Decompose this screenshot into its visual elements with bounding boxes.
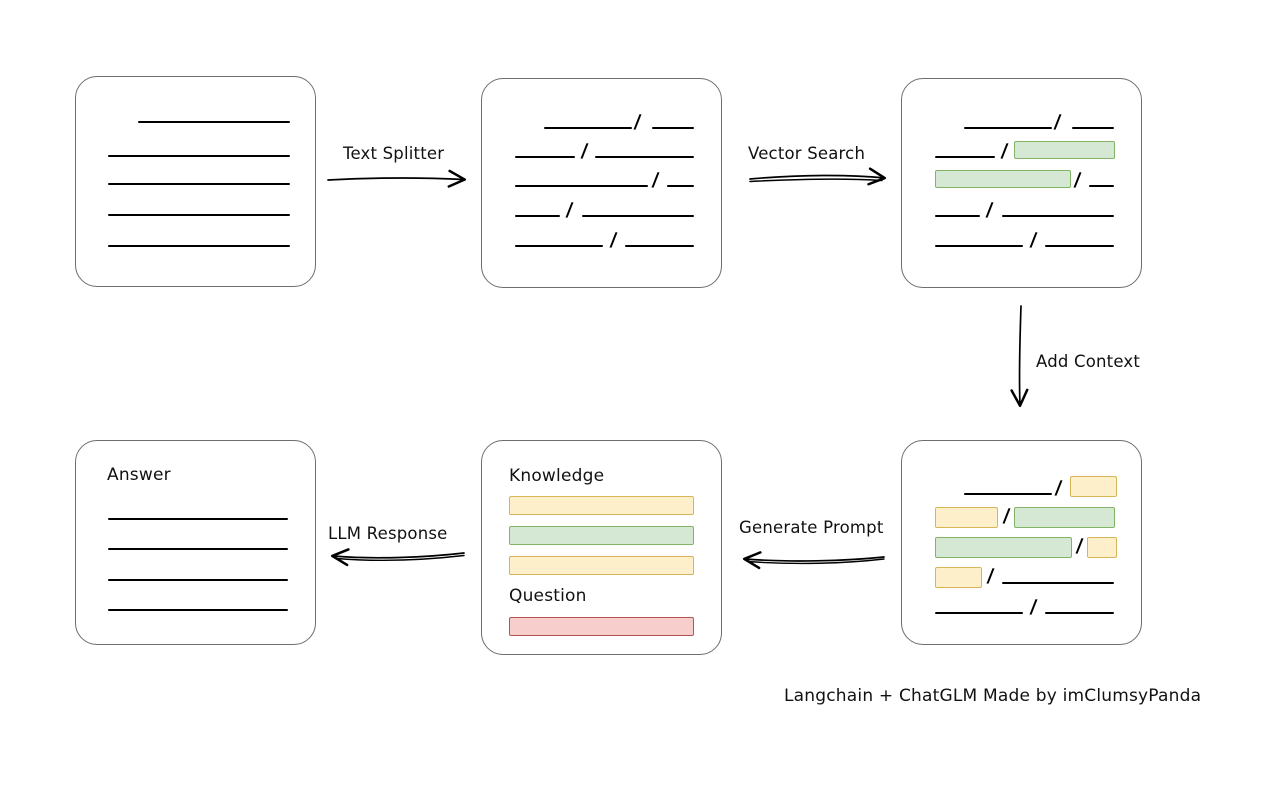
- edge-text-splitter: [327, 169, 467, 188]
- chunk-separator: /: [986, 564, 995, 588]
- chunk-line: [595, 156, 694, 158]
- matched-chunk-green: [1014, 141, 1115, 159]
- chunk-line: [515, 156, 575, 158]
- edge-label-text-splitter: Text Splitter: [343, 144, 445, 163]
- chunk-line: [1045, 245, 1114, 247]
- edge-add-context: [1010, 305, 1029, 408]
- chunk-separator: /: [985, 198, 994, 222]
- answer-heading: Answer: [107, 465, 171, 485]
- chunk-separator: /: [1073, 168, 1082, 192]
- chunk-line: [1002, 215, 1114, 217]
- knowledge-chunk-yellow: [509, 556, 694, 575]
- chunk-line: [582, 215, 694, 217]
- chunk-separator: /: [651, 168, 660, 192]
- node-source-document[interactable]: [75, 76, 316, 287]
- chunk-line: [1072, 127, 1114, 129]
- matched-chunk-green: [935, 170, 1071, 188]
- knowledge-heading: Knowledge: [509, 466, 605, 486]
- text-line: [108, 183, 290, 185]
- chunk-line: [515, 185, 648, 187]
- chunk-line: [652, 127, 694, 129]
- footer-credit: Langchain + ChatGLM Made by imClumsyPand…: [784, 686, 1202, 706]
- chunk-line: [515, 245, 603, 247]
- chunk-separator: /: [580, 139, 589, 163]
- context-chunk-yellow: [1087, 537, 1117, 558]
- chunk-separator: /: [609, 228, 618, 252]
- context-chunk-yellow: [1070, 476, 1117, 497]
- text-line: [108, 214, 290, 216]
- context-chunk-yellow: [935, 507, 998, 528]
- answer-line: [108, 609, 288, 611]
- edge-llm-response: [330, 548, 465, 567]
- chunk-line: [935, 612, 1023, 614]
- chunk-separator: /: [1053, 110, 1062, 134]
- answer-line: [108, 548, 288, 550]
- text-line: [138, 121, 290, 123]
- chunk-separator: /: [1002, 504, 1011, 528]
- chunk-separator: /: [1075, 534, 1084, 558]
- chunk-line: [625, 245, 694, 247]
- chunk-separator: /: [1029, 228, 1038, 252]
- chunk-separator: /: [1029, 595, 1038, 619]
- chunk-separator: /: [565, 198, 574, 222]
- edge-label-vector-search: Vector Search: [748, 144, 866, 163]
- edge-generate-prompt: [742, 551, 885, 570]
- node-context-chunks[interactable]: / / / / /: [901, 440, 1142, 645]
- text-line: [108, 155, 290, 157]
- chunk-line: [1002, 582, 1114, 584]
- chunk-line: [935, 215, 980, 217]
- text-line: [108, 245, 290, 247]
- chunk-line: [1045, 612, 1114, 614]
- chunk-line: [964, 493, 1052, 495]
- chunk-line: [515, 215, 560, 217]
- context-chunk-green: [1014, 507, 1115, 528]
- chunk-line: [1089, 185, 1114, 187]
- edge-vector-search: [749, 167, 887, 186]
- node-matched-chunks[interactable]: / / / / /: [901, 78, 1142, 288]
- question-chunk-red: [509, 617, 694, 636]
- knowledge-chunk-yellow: [509, 496, 694, 515]
- answer-line: [108, 579, 288, 581]
- edge-label-generate-prompt: Generate Prompt: [739, 518, 884, 537]
- chunk-line: [935, 245, 1023, 247]
- chunk-separator: /: [633, 110, 642, 134]
- node-answer[interactable]: Answer: [75, 440, 316, 645]
- chunk-line: [935, 156, 995, 158]
- question-heading: Question: [509, 586, 587, 606]
- edge-label-llm-response: LLM Response: [328, 524, 448, 543]
- context-chunk-yellow: [935, 567, 982, 588]
- knowledge-chunk-green: [509, 526, 694, 545]
- context-chunk-green: [935, 537, 1072, 558]
- chunk-separator: /: [1000, 139, 1009, 163]
- edge-label-add-context: Add Context: [1036, 352, 1141, 371]
- chunk-separator: /: [1054, 476, 1063, 500]
- chunk-line: [964, 127, 1052, 129]
- node-split-chunks[interactable]: / / / / /: [481, 78, 722, 288]
- chunk-line: [667, 185, 694, 187]
- answer-line: [108, 518, 288, 520]
- chunk-line: [544, 127, 632, 129]
- node-prompt[interactable]: Knowledge Question: [481, 440, 722, 655]
